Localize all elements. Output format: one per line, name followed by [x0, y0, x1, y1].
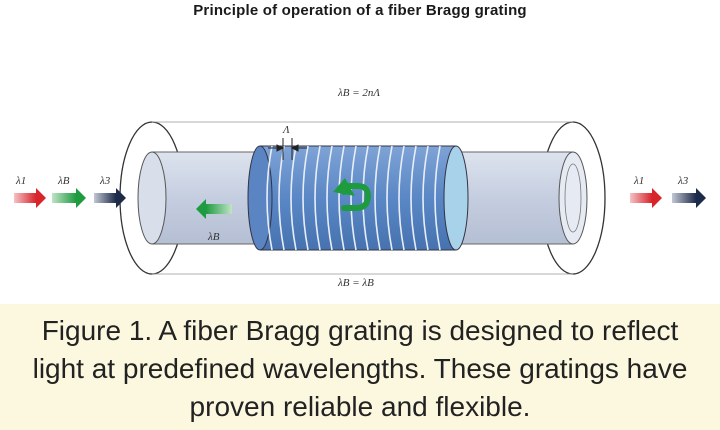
grating-end-face [443, 145, 469, 251]
fiber-bragg-diagram: λB = 2nΛ Λ λ1 λB λ3 λB λ1 λ3 λB = λB [14, 87, 706, 289]
diagram-area: Principle of operation of a fiber Bragg … [14, 2, 706, 289]
input-2-label: λB [57, 175, 70, 187]
grating-period-label: Λ [282, 124, 290, 136]
fiber-core-left-end [137, 151, 167, 245]
output-arrow-navy [672, 188, 706, 208]
reflected-wavelength-label: λB [207, 231, 220, 243]
figure-caption: Figure 1. A fiber Bragg grating is desig… [32, 315, 688, 422]
reflected-arrow-green [196, 199, 232, 219]
output-2-label: λ3 [677, 175, 689, 187]
bragg-equation-label: λB = 2nΛ [337, 87, 380, 99]
grating-rings [266, 145, 441, 251]
output-1-label: λ1 [633, 175, 644, 187]
fiber-core-right-end [558, 151, 588, 245]
bottom-equation-label: λB = λB [337, 277, 374, 289]
input-3-label: λ3 [99, 175, 111, 187]
reflection-curl-arrow [333, 178, 372, 211]
input-arrow-red [14, 188, 46, 208]
period-marker [268, 138, 307, 160]
input-arrow-green [52, 188, 86, 208]
input-1-label: λ1 [15, 175, 26, 187]
caption-area: Figure 1. A fiber Bragg grating is desig… [0, 304, 720, 430]
output-arrow-red [630, 188, 662, 208]
bragg-grating [260, 146, 456, 250]
diagram-title: Principle of operation of a fiber Bragg … [193, 2, 527, 19]
input-arrow-navy [94, 188, 126, 208]
